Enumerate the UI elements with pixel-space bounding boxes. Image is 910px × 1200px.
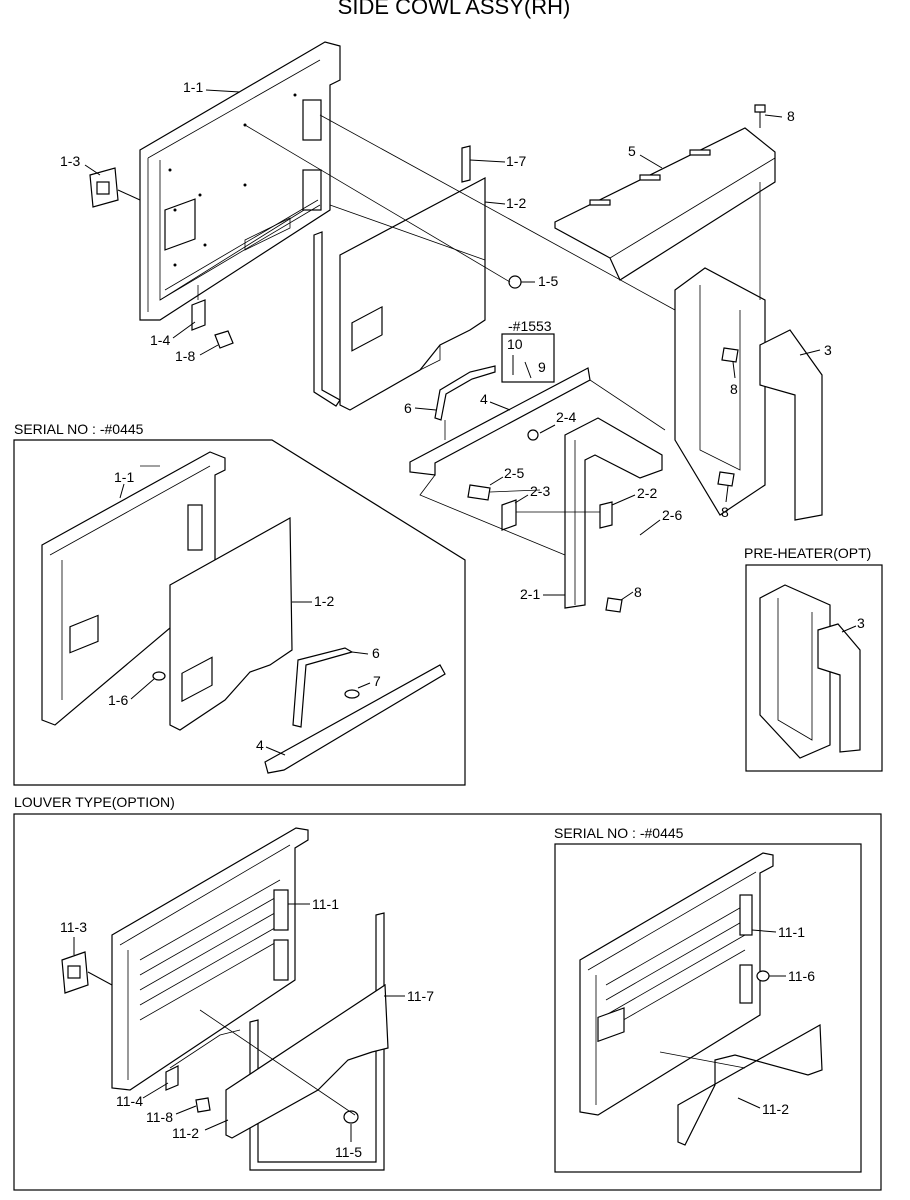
label-r-11-1: 11-1 [778, 924, 805, 940]
kit-1553 [501, 333, 555, 383]
label-s-7: 7 [373, 673, 381, 689]
part-8-bolts [605, 347, 739, 613]
label-l-11-8: 11-8 [146, 1109, 173, 1125]
part-3-bracket [674, 267, 823, 521]
part-1-1-frame [139, 41, 341, 321]
assembly-lines-main [197, 114, 761, 556]
label-8-top: 8 [787, 108, 795, 124]
label-1-7: 1-7 [506, 153, 526, 169]
callouts-louver: 11-3 11-1 11-7 11-4 11-8 11-2 11-5 [60, 896, 434, 1160]
part-1-4-bracket [191, 299, 234, 349]
label-kit-1553: -#1553 [508, 318, 552, 334]
part-1-7-seal [313, 145, 471, 407]
part-5-bracket [554, 127, 776, 281]
section-louver: LOUVER TYPE(OPTION) [14, 794, 175, 810]
label-8-mid: 8 [730, 381, 738, 397]
part-2-stand [467, 417, 663, 609]
louver-box [13, 813, 882, 1191]
callouts-serial-lower: 11-1 11-6 11-2 [737, 924, 815, 1117]
label-1-8: 1-8 [175, 348, 195, 364]
label-1-1: 1-1 [183, 79, 203, 95]
label-l-11-7: 11-7 [407, 988, 434, 1004]
label-s-6: 6 [372, 645, 380, 661]
label-5: 5 [628, 143, 636, 159]
label-2-6: 2-6 [662, 507, 682, 523]
serial-upper-parts [41, 451, 446, 774]
serial-lower-parts [579, 852, 823, 1146]
label-r-11-6: 11-6 [788, 968, 815, 984]
label-l-11-2: 11-2 [172, 1125, 199, 1141]
label-9: 9 [538, 359, 546, 375]
serial-lower-box [554, 843, 862, 1173]
serial-upper-box [13, 439, 466, 786]
pre-heater-box [745, 564, 883, 772]
louver-main-parts [61, 827, 389, 1171]
part-1-2-cover [339, 177, 486, 411]
section-serial-upper: SERIAL NO : -#0445 [14, 421, 144, 437]
label-s-1-2: 1-2 [314, 593, 334, 609]
part-1-5-knob [508, 275, 522, 289]
part-4-rail [409, 367, 591, 476]
label-l-11-3: 11-3 [60, 919, 87, 935]
label-1-5: 1-5 [538, 273, 558, 289]
label-8-right: 8 [721, 504, 729, 520]
label-1-4: 1-4 [150, 332, 170, 348]
label-1-3: 1-3 [60, 153, 80, 169]
label-l-11-1: 11-1 [312, 896, 339, 912]
diagram-title: SIDE COWL ASSY(RH) [338, 0, 571, 19]
label-s-1-1: 1-1 [114, 469, 134, 485]
callouts-serial-upper: 1-1 1-2 6 7 1-6 4 [108, 469, 381, 756]
callouts-main: 1-1 1-3 1-7 1-2 5 8 1-5 1-4 1-8 -#1553 1… [60, 79, 832, 602]
label-l-11-5: 11-5 [335, 1144, 362, 1160]
label-ph-3: 3 [857, 615, 865, 631]
label-2-4: 2-4 [556, 409, 576, 425]
label-10: 10 [507, 336, 523, 352]
label-2-5: 2-5 [504, 465, 524, 481]
label-3: 3 [824, 342, 832, 358]
label-2-2: 2-2 [637, 485, 657, 501]
label-8-bottom: 8 [634, 584, 642, 600]
part-8-bolt-top [754, 104, 766, 128]
label-2-1: 2-1 [520, 586, 540, 602]
label-1-2: 1-2 [506, 195, 526, 211]
label-s-4: 4 [256, 737, 264, 753]
label-r-11-2: 11-2 [762, 1101, 789, 1117]
section-serial-lower: SERIAL NO : -#0445 [554, 825, 684, 841]
pre-heater-part-3 [759, 584, 861, 759]
label-6: 6 [404, 400, 412, 416]
label-4: 4 [480, 391, 488, 407]
part-6-handle [434, 365, 496, 421]
label-s-1-6: 1-6 [108, 692, 128, 708]
label-l-11-4: 11-4 [116, 1093, 143, 1109]
part-1-3-latch [89, 167, 141, 208]
label-2-3: 2-3 [530, 483, 550, 499]
section-pre-heater: PRE-HEATER(OPT) [744, 545, 871, 561]
